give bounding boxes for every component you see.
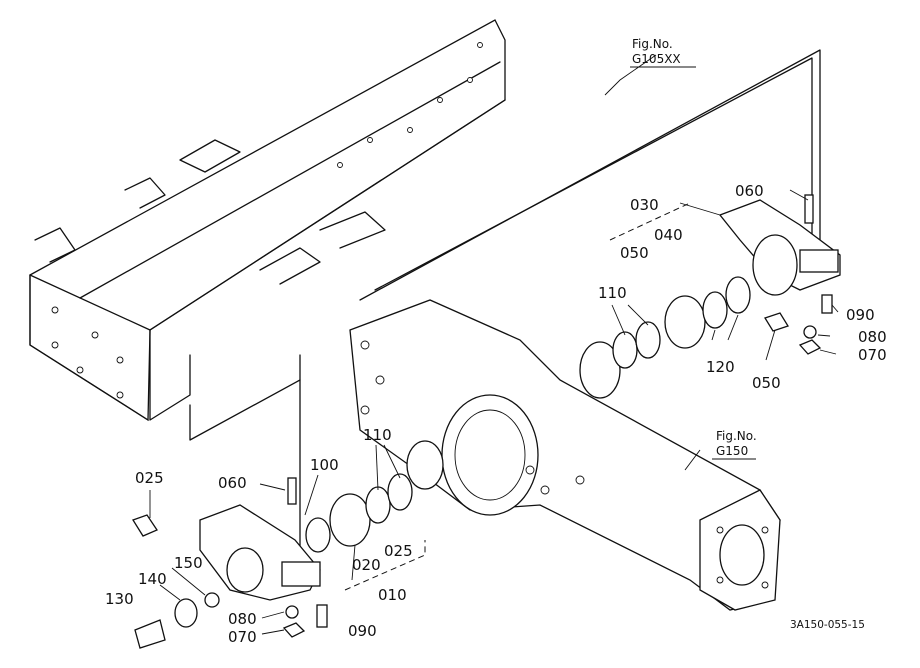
ring-110-right-b — [635, 321, 661, 359]
label-110-right: 110 — [598, 284, 627, 302]
label-025-left: 025 — [135, 469, 164, 487]
label-050-bottom: 050 — [752, 374, 781, 392]
axle-housing — [349, 299, 781, 611]
washer-150-left — [204, 592, 220, 608]
ring-110-right-a — [612, 331, 638, 369]
left-bracket-010 — [199, 504, 321, 601]
label-060-right: 060 — [735, 182, 764, 200]
seal-120-right-a — [702, 291, 728, 329]
label-040: 040 — [654, 226, 683, 244]
label-090-bottom: 090 — [348, 622, 377, 640]
washer-080-right — [803, 325, 817, 339]
washer-080-left — [285, 605, 299, 619]
reference-line-left — [189, 354, 301, 441]
nut-070-right — [798, 339, 822, 355]
label-070-bottom: 070 — [228, 628, 257, 646]
label-120: 120 — [706, 358, 735, 376]
pin-060-left — [287, 477, 297, 505]
label-025-bottom: 025 — [384, 542, 413, 560]
fig-ref-right-line1: Fig.No. — [716, 429, 757, 443]
fig-ref-top-line1: Fig.No. — [632, 37, 673, 51]
seal-120-right-b — [725, 276, 751, 314]
label-090-right: 090 — [846, 306, 875, 324]
ring-110-left-a — [365, 486, 391, 524]
label-110-left: 110 — [363, 426, 392, 444]
bolt-090-right — [821, 294, 833, 314]
pin-130-left — [134, 619, 166, 649]
bolt-090-left — [316, 604, 328, 628]
label-080-right: 080 — [858, 328, 887, 346]
fitting-050-right — [764, 312, 789, 332]
frame-rail — [29, 19, 506, 422]
bushing-040-right — [664, 295, 706, 349]
right-bracket-030 — [718, 199, 841, 296]
label-100: 100 — [310, 456, 339, 474]
fig-ref-right-line2: G150 — [716, 444, 748, 458]
pin-060-right — [804, 194, 814, 224]
label-140: 140 — [138, 570, 167, 588]
label-070-right: 070 — [858, 346, 887, 364]
drawing-code: 3A150-055-15 — [790, 619, 865, 631]
seal-100-left — [305, 517, 331, 553]
label-060-left: 060 — [218, 474, 247, 492]
fitting-025-left — [132, 514, 158, 537]
washer-140-left — [174, 598, 198, 628]
label-130: 130 — [105, 590, 134, 608]
nut-070-left — [282, 622, 306, 638]
ring-110-left-b — [387, 473, 413, 511]
label-050-top: 050 — [620, 244, 649, 262]
label-010: 010 — [378, 586, 407, 604]
label-150: 150 — [174, 554, 203, 572]
bushing-020-left — [329, 493, 371, 547]
label-080-bottom: 080 — [228, 610, 257, 628]
label-030: 030 — [630, 196, 659, 214]
fig-ref-top-line2: G105XX — [632, 52, 681, 66]
label-020: 020 — [352, 556, 381, 574]
